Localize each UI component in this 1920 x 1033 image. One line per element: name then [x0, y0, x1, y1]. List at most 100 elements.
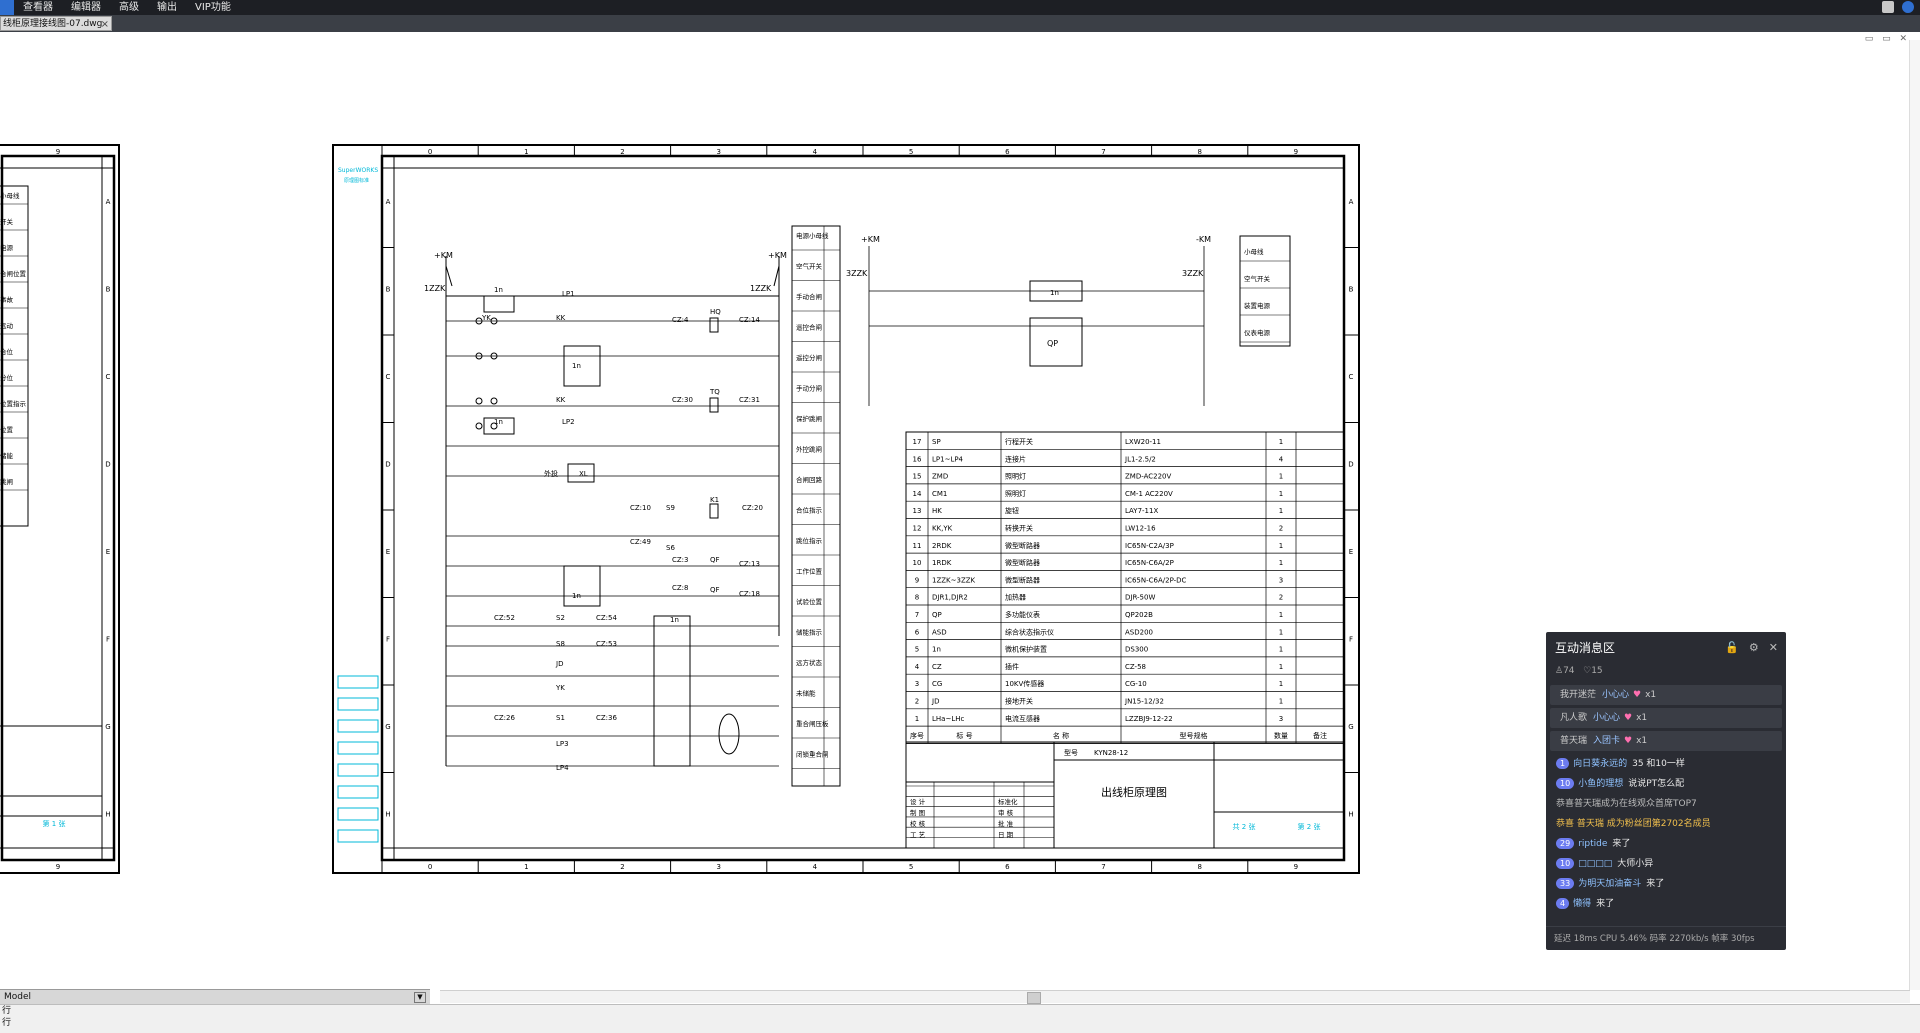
col-label-bottom: 9 [56, 863, 60, 871]
component-label: CZ:18 [739, 590, 760, 598]
bom-model: ZMD-AC220V [1125, 473, 1172, 481]
side-strip-cell [337, 719, 379, 733]
bom-code: CG [932, 680, 942, 688]
component-label: XL [579, 470, 588, 478]
bom-header: 名 称 [1053, 731, 1069, 740]
chat-username[interactable]: 小鱼的理想 [1578, 779, 1624, 789]
terminal [490, 397, 498, 405]
vertical-scrollbar[interactable] [1909, 40, 1920, 990]
function-label: 电源小母线 [796, 231, 829, 240]
bom-code: DJR1,DJR2 [932, 594, 968, 602]
component-label: S1 [556, 714, 565, 722]
bom-index: 2 [915, 698, 919, 706]
row-label-right: C [106, 373, 111, 381]
level-badge: 4 [1556, 898, 1570, 909]
bom-qty: 4 [1279, 455, 1284, 463]
col-label-bottom: 7 [1101, 863, 1105, 871]
close-icon[interactable]: ✕ [1768, 641, 1778, 654]
bom-header: 型号规格 [1180, 731, 1208, 740]
chevron-down-icon[interactable]: ▼ [414, 992, 426, 1003]
bom-qty: 1 [1279, 490, 1283, 498]
component-label: JD [555, 660, 563, 668]
chat-text: 35 和10一样 [1632, 759, 1685, 769]
horizontal-scrollbar[interactable] [440, 990, 1910, 1004]
menu-item-2[interactable]: 高级 [119, 2, 139, 13]
chat-text: 来了 [1596, 899, 1615, 909]
help-icon[interactable] [1902, 1, 1914, 13]
chat-username[interactable]: □□□□ [1578, 859, 1613, 869]
row-label-left: B [386, 285, 391, 293]
component-label: QP [1047, 339, 1058, 348]
document-tab[interactable]: 线柜原理接线图-07.dwg × [0, 16, 112, 31]
legend-label: 小母线 [1244, 247, 1264, 256]
gift-item: 凡人歌小心心♥x1 [1550, 708, 1782, 728]
bom-index: 1 [915, 715, 919, 723]
bom-qty: 1 [1279, 663, 1283, 671]
viewer-icon: ♙ [1555, 666, 1564, 676]
bom-code: 1RDK [932, 559, 952, 567]
chat-username[interactable]: 为明天加油奋斗 [1578, 879, 1642, 889]
bom-code: KK,YK [932, 525, 953, 533]
col-label-bottom: 3 [716, 863, 720, 871]
function-label: 合位 [0, 347, 14, 356]
bom-header: 标 号 [956, 731, 972, 740]
gear-icon[interactable]: ⚙ [1748, 641, 1759, 654]
component-label: KK [556, 396, 566, 404]
menu-item-4[interactable]: VIP功能 [195, 2, 231, 13]
component-XL [567, 463, 595, 483]
bom-code: CZ [932, 663, 942, 671]
model-tab[interactable]: Model [4, 992, 32, 1002]
row-label-right: A [1349, 198, 1354, 206]
chat-username[interactable]: 向日葵永远的 [1573, 759, 1628, 769]
window-controls[interactable]: ▭ ▭ ✕ [1864, 34, 1910, 44]
gift-tag: 普天瑞 [1560, 736, 1588, 746]
menu-bar: 查看器 编辑器 高级 输出 VIP功能 [0, 0, 1920, 15]
component-label: CZ:31 [739, 396, 760, 404]
menu-item-3[interactable]: 输出 [157, 2, 177, 13]
pen-icon[interactable] [1882, 1, 1894, 13]
row-label-left: H [385, 810, 390, 818]
chat-username[interactable]: 懒得 [1573, 899, 1592, 909]
bom-model: CZ-58 [1125, 663, 1146, 671]
component-label: CZ:52 [494, 614, 515, 622]
menu-item-1[interactable]: 编辑器 [71, 2, 101, 13]
command-line[interactable]: 行 行 [0, 1004, 1920, 1033]
component-label: CZ:30 [672, 396, 693, 404]
bom-header: 备注 [1313, 731, 1327, 740]
close-icon[interactable]: × [100, 19, 109, 30]
chat-username[interactable]: riptide [1578, 839, 1608, 849]
cmd-line-2[interactable]: 行 [2, 1018, 12, 1028]
bom-model: LAY7-11X [1125, 507, 1158, 515]
legend-box [1239, 235, 1291, 347]
bom-code: LP1~LP4 [932, 455, 964, 463]
bom-name: 照明灯 [1005, 472, 1026, 481]
bom-model: LXW20-11 [1125, 438, 1161, 446]
app-logo[interactable] [0, 0, 14, 15]
heart-icon: ♥ [1633, 690, 1642, 700]
scroll-thumb[interactable] [1027, 992, 1041, 1004]
title-role: 工 艺 [910, 831, 926, 839]
model-tab-bar[interactable]: Model ▼ [0, 989, 430, 1004]
component-label: CZ:14 [739, 316, 760, 324]
bom-qty: 1 [1279, 542, 1283, 550]
lock-icon[interactable]: 🔓 [1725, 641, 1739, 654]
col-label-bottom: 9 [1294, 863, 1298, 871]
menu-item-0[interactable]: 查看器 [23, 2, 53, 13]
bus-label: -KM [1196, 235, 1211, 244]
col-label-top: 8 [1197, 148, 1201, 156]
component-label: 1n [1050, 289, 1059, 297]
bom-name: 转换开关 [1005, 524, 1033, 533]
row-label-right: G [105, 723, 110, 731]
component-label: CZ:13 [739, 560, 760, 568]
terminal [475, 352, 483, 360]
bom-index: 14 [913, 490, 922, 498]
function-column [791, 225, 841, 787]
component-label: S9 [666, 504, 675, 512]
gift-user: 小心心 [1602, 690, 1630, 700]
